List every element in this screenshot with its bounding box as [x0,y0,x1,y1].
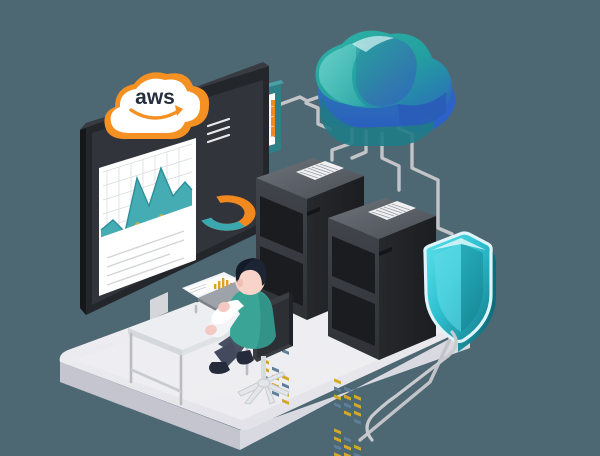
security-shield [423,231,496,352]
donut-chart [198,195,256,231]
chair-base [237,371,290,405]
report-card [99,204,196,296]
server-rack-1 [256,158,364,405]
report-card-lines [106,230,185,286]
server-vent-2 [368,201,416,220]
laptop-doc-lines [189,283,207,294]
server-vent-1 [296,161,344,180]
aws-logo-text: aws [135,86,175,109]
server-leds-2a [332,236,375,425]
aws-logo-badge: aws [104,72,210,140]
engineer [205,258,293,405]
foreground-cable [365,330,458,442]
server-leds-2b [332,286,375,456]
menu-lines [206,117,231,144]
cloud-node [315,30,456,146]
server-rack-2 [328,198,436,456]
